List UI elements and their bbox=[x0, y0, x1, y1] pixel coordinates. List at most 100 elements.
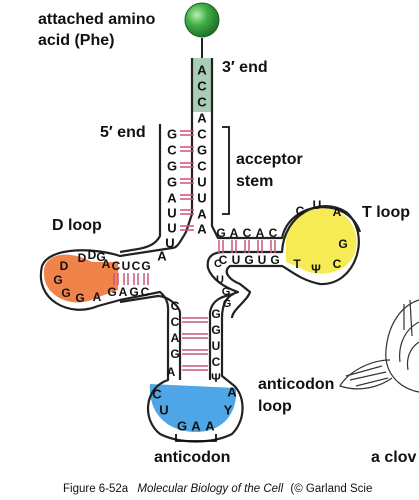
t-loop-base: C bbox=[333, 257, 342, 271]
caption-book-title: Molecular Biology of the Cell bbox=[137, 483, 283, 495]
anticodon-stem-right-base: U bbox=[212, 339, 221, 353]
t-stem-bottom-base: C bbox=[219, 253, 228, 267]
t-loop-base: T bbox=[293, 257, 301, 271]
acceptor-5-base: G bbox=[167, 175, 177, 190]
t-stem-bottom-base: U bbox=[232, 253, 241, 267]
d-loop-base: G bbox=[61, 286, 70, 300]
acceptor-3-base: U bbox=[197, 191, 206, 206]
t-loop-base: C bbox=[296, 204, 305, 218]
anticodon-loop-base: A bbox=[227, 385, 237, 400]
d-stem-bottom-base: G bbox=[129, 285, 138, 299]
anticodon-arm: C C A G A G G U C Ψ C U G A A Y A bbox=[152, 299, 237, 434]
variable-region: C U G G bbox=[214, 258, 231, 310]
acceptor-5-base: A bbox=[167, 191, 177, 206]
tail-base: C bbox=[197, 79, 207, 94]
acceptor-3-base: A bbox=[197, 207, 207, 222]
acceptor-5-base: U bbox=[165, 236, 174, 251]
junction-base: A bbox=[157, 249, 167, 264]
anticodon-bracket bbox=[175, 434, 217, 442]
anticodon-loop-label: anticodon bbox=[258, 376, 334, 393]
acceptor-base-pair-bonds bbox=[180, 130, 194, 231]
acceptor-5-base: G bbox=[167, 159, 177, 174]
cloverleaf-label: a clov bbox=[371, 449, 416, 466]
d-stem-top-base: U bbox=[122, 259, 131, 273]
acceptor-3-base: C bbox=[197, 127, 207, 142]
acceptor-stem-label: acceptor bbox=[236, 151, 303, 168]
attached-amino-acid-label: acid (Phe) bbox=[38, 32, 114, 49]
d-stem-top-base: C bbox=[112, 259, 121, 273]
anticodon-triplet-base: A bbox=[205, 419, 215, 434]
d-loop-base: D bbox=[88, 248, 97, 262]
five-prime-end-label: 5′ end bbox=[100, 124, 146, 141]
d-stem-bottom-base: C bbox=[141, 285, 150, 299]
t-loop-base: G bbox=[338, 237, 347, 251]
anticodon-loop-base: Y bbox=[224, 403, 233, 418]
three-prime-tail-fill bbox=[192, 58, 212, 112]
t-stem-top-base: C bbox=[243, 226, 252, 240]
d-stem-top-base: G bbox=[141, 259, 150, 273]
amino-acid-ball bbox=[184, 2, 220, 38]
anticodon-stem-right-base: G bbox=[211, 323, 220, 337]
d-loop-label: D loop bbox=[52, 217, 102, 234]
t-loop-fill bbox=[286, 208, 357, 274]
acceptor-3-base: C bbox=[197, 159, 207, 174]
d-stem-bottom-base: A bbox=[119, 285, 128, 299]
t-stem-bonds bbox=[218, 240, 276, 253]
acceptor-5-base: C bbox=[167, 143, 177, 158]
anticodon-loop-base: U bbox=[159, 403, 168, 418]
acceptor-stem-bracket bbox=[222, 126, 230, 215]
anticodon-loop-fill bbox=[149, 384, 237, 432]
t-loop-label: T loop bbox=[362, 204, 410, 221]
anticodon-loop-label: loop bbox=[258, 398, 292, 415]
t-arm: G A C A C C U G U G C U A G C Ψ T bbox=[216, 198, 347, 276]
three-prime-tail: A C C bbox=[197, 63, 207, 110]
three-prime-end-label: 3′ end bbox=[222, 59, 268, 76]
t-stem-bottom-base: G bbox=[270, 253, 279, 267]
d-arm: C U C G G A G C D D G A D G G G A bbox=[53, 248, 150, 305]
tail-base: A bbox=[197, 63, 207, 78]
t-stem-bottom-base: G bbox=[244, 253, 253, 267]
cloverleaf-thumbnail bbox=[339, 299, 419, 393]
figure-caption: Figure 6-52a Molecular Biology of the Ce… bbox=[63, 483, 372, 495]
trna-backbone bbox=[39, 58, 360, 443]
acceptor-5-base: U bbox=[167, 221, 176, 236]
anticodon-stem-right-base: G bbox=[211, 307, 220, 321]
caption-figure-number: Figure 6-52a bbox=[63, 483, 129, 495]
acceptor-3-base: A bbox=[197, 222, 207, 237]
d-loop-base: D bbox=[78, 251, 87, 265]
caption-credit: (© Garland Scie bbox=[290, 483, 372, 495]
t-stem-top-base: A bbox=[256, 226, 265, 240]
acceptor-5-base: U bbox=[167, 206, 176, 221]
variable-base: C bbox=[214, 258, 222, 270]
t-loop-base: U bbox=[313, 198, 322, 212]
variable-base: G bbox=[222, 286, 231, 298]
anticodon-stem-right-base: C bbox=[212, 355, 221, 369]
anticodon-triplet-base: A bbox=[191, 419, 201, 434]
anticodon-loop-base: C bbox=[152, 387, 162, 402]
acceptor-3-base: A bbox=[197, 111, 207, 126]
d-loop-base: D bbox=[60, 259, 69, 273]
t-stem-top-base: C bbox=[269, 226, 278, 240]
acceptor-3-base: G bbox=[197, 143, 207, 158]
anticodon-stem-left-base: G bbox=[170, 347, 179, 361]
d-loop-base: A bbox=[93, 290, 102, 304]
d-loop-fill bbox=[43, 254, 119, 303]
acceptor-3-base: U bbox=[197, 175, 206, 190]
t-stem-bottom-base: U bbox=[258, 253, 267, 267]
d-loop-base: G bbox=[96, 250, 105, 264]
anticodon-stem-left-base: A bbox=[167, 365, 176, 379]
anticodon-label: anticodon bbox=[154, 449, 230, 466]
anticodon-stem-left-base: C bbox=[171, 315, 180, 329]
d-stem-top-base: C bbox=[132, 259, 141, 273]
acceptor-stem: A C G C U U A A G C G G A U U U A bbox=[157, 111, 207, 264]
attached-amino-acid-label: attached amino bbox=[38, 11, 156, 28]
d-stem-bottom-base: G bbox=[107, 285, 116, 299]
d-loop-base: G bbox=[53, 273, 62, 287]
tail-base: C bbox=[197, 95, 207, 110]
anticodon-stem-right-base: Ψ bbox=[211, 371, 221, 385]
t-loop-base: A bbox=[333, 205, 342, 219]
d-stem-bonds bbox=[113, 273, 149, 285]
anticodon-stem-left-base: A bbox=[171, 331, 180, 345]
t-stem-top-base: G bbox=[216, 226, 225, 240]
